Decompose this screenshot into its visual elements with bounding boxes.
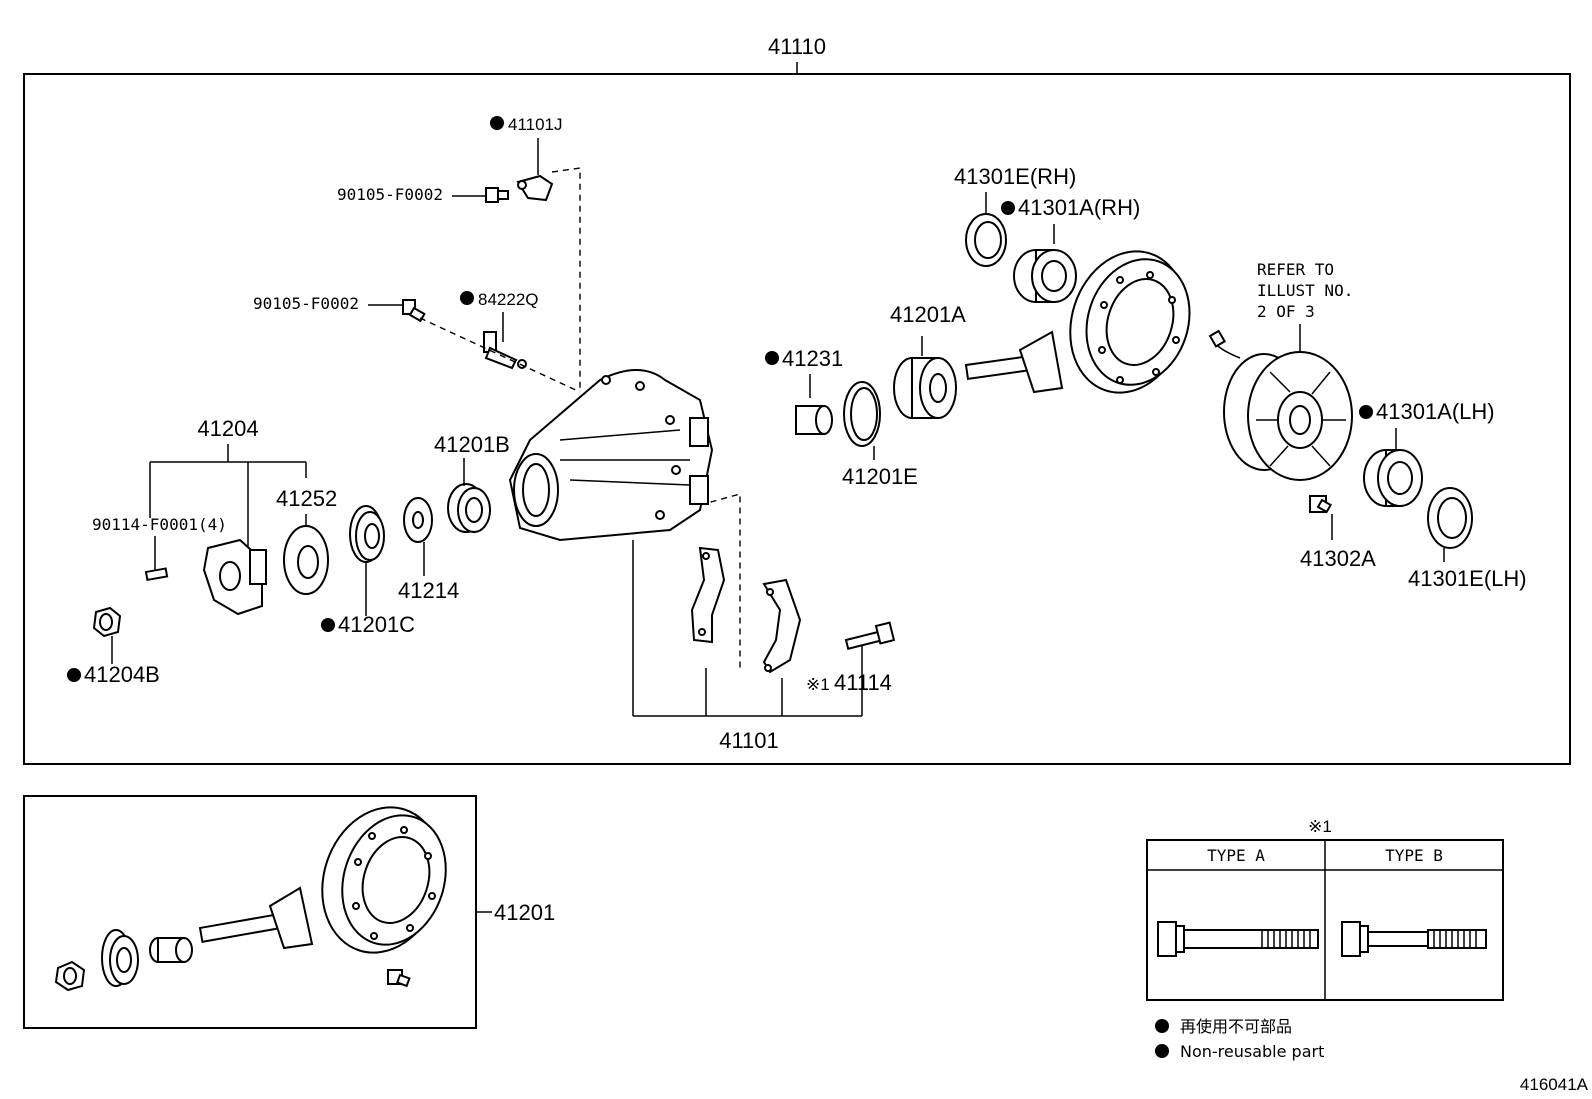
oil-seal-41201C — [349, 505, 385, 563]
label-41302A: 41302A — [1300, 546, 1376, 571]
label-41301E-RH: 41301E(RH) — [954, 164, 1076, 189]
non-reusable-mark — [1359, 405, 1373, 419]
adjusting-washer-41301E-LH — [1427, 487, 1473, 549]
dust-deflector-41252 — [283, 525, 329, 595]
stud-90114 — [144, 567, 169, 582]
label-41252: 41252 — [276, 486, 337, 511]
bearing-41301A-RH — [1013, 249, 1077, 303]
non-reusable-mark — [490, 116, 504, 130]
label-41214: 41214 — [398, 578, 459, 603]
label-90105-F0002-mid: 90105-F0002 — [253, 294, 359, 313]
label-90114-F0001: 90114-F0001(4) — [92, 515, 227, 534]
oil-slinger-41214 — [403, 497, 433, 543]
non-reusable-mark — [1001, 201, 1015, 215]
label-41204: 41204 — [197, 416, 258, 441]
ring-pinion-gear-main — [964, 250, 1191, 394]
refer-note-line-2: ILLUST NO. — [1257, 281, 1353, 300]
label-41114-mark: ※1 — [806, 675, 830, 694]
bearing-41301A-LH — [1363, 449, 1423, 507]
bearing-cap-left — [690, 546, 726, 644]
label-41201E: 41201E — [842, 464, 918, 489]
sensor-bracket-41101J — [516, 174, 554, 202]
washer-41201E — [843, 381, 881, 447]
non-reusable-mark — [765, 351, 779, 365]
diagram-id: 416041A — [1520, 1075, 1589, 1094]
label-41101: 41101 — [719, 728, 779, 753]
bearing-cap-right — [762, 578, 802, 674]
label-84222Q: 84222Q — [478, 290, 539, 309]
bolt-type-b — [1341, 921, 1487, 957]
bolt-type-a — [1157, 921, 1319, 957]
label-90105-F0002-top: 90105-F0002 — [337, 185, 443, 204]
non-reusable-mark — [321, 618, 335, 632]
legend-mark-jp — [1155, 1019, 1169, 1033]
label-41110: 41110 — [768, 34, 826, 59]
bearing-41201A — [893, 357, 957, 419]
label-41301A-RH: 41301A(RH) — [1018, 195, 1140, 220]
label-41201A: 41201A — [890, 302, 966, 327]
label-41201: 41201 — [494, 900, 555, 925]
type-a-header: TYPE A — [1207, 846, 1265, 865]
label-41204B: 41204B — [84, 662, 160, 687]
refer-note-line-1: REFER TO — [1257, 260, 1334, 279]
sensor-84222Q — [483, 331, 527, 370]
nut-41204B — [92, 606, 122, 638]
label-41301E-LH: 41301E(LH) — [1408, 566, 1527, 591]
non-reusable-mark — [460, 291, 474, 305]
bearing-41201B — [447, 483, 491, 533]
bolt-90105-top — [485, 187, 509, 203]
type-b-header: TYPE B — [1385, 846, 1443, 865]
collapsible-spacer-41231 — [795, 405, 833, 435]
differential-case — [1208, 329, 1353, 481]
cap-bolt-41114 — [844, 621, 896, 650]
companion-flange-41204 — [202, 538, 267, 616]
label-41231: 41231 — [782, 346, 843, 371]
legend-mark-en — [1155, 1044, 1169, 1058]
label-41301A-LH: 41301A(LH) — [1376, 399, 1495, 424]
type-table-mark: ※1 — [1308, 817, 1332, 836]
refer-note-line-3: 2 OF 3 — [1257, 302, 1315, 321]
label-41101J: 41101J — [508, 115, 563, 134]
label-41114: 41114 — [834, 670, 892, 695]
label-41201C: 41201C — [338, 612, 415, 637]
adjusting-washer-41301E-RH — [965, 213, 1007, 267]
bolt-41302A — [1309, 495, 1333, 514]
non-reusable-mark — [67, 668, 81, 682]
legend-jp: 再使用不可部品 — [1180, 1017, 1292, 1036]
ring-pinion-gear-kit — [54, 806, 447, 992]
legend-en: Non-reusable part — [1180, 1042, 1324, 1061]
differential-carrier-housing — [508, 369, 714, 542]
label-41201B: 41201B — [434, 432, 510, 457]
